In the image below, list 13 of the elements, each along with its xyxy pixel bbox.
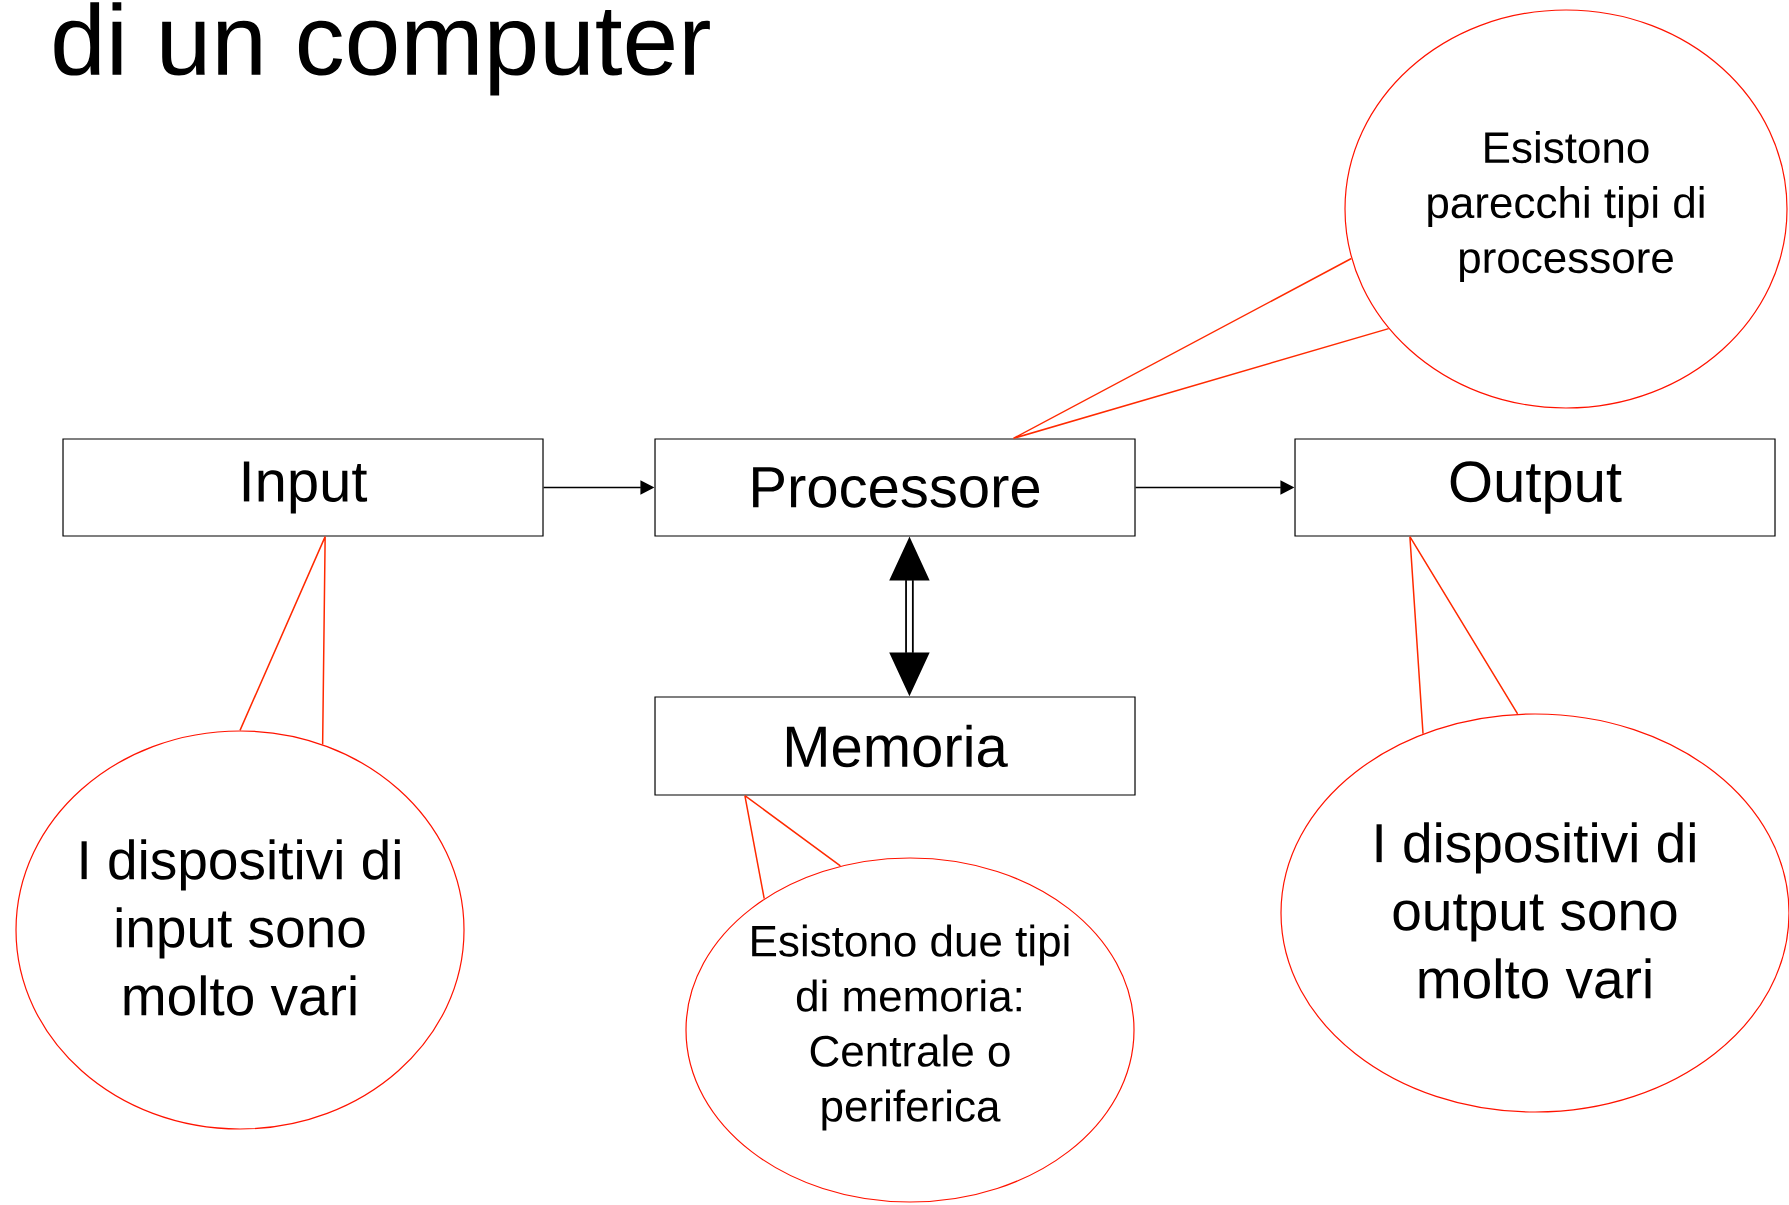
process-box: Input: [62, 438, 544, 537]
callout-tail: [1409, 535, 1519, 735]
callout-bubble: Esistono due tipi di memoria: Centrale o periferica: [685, 857, 1135, 1203]
title: di un computer: [54, 2, 710, 96]
callout-bubble: I dispositivi di input sono molto vari: [15, 730, 465, 1130]
process-box: Processore: [654, 438, 1136, 537]
process-box: Output: [1294, 438, 1776, 537]
callout-tail: [239, 535, 326, 746]
callout-tail: [744, 794, 842, 900]
process-box: Memoria: [654, 696, 1136, 796]
callout-tail: [1012, 257, 1390, 440]
callout-bubble: Esistono parecchi tipi di processore: [1344, 9, 1788, 409]
callout-bubble: I dispositivi di output sono molto vari: [1280, 713, 1789, 1113]
